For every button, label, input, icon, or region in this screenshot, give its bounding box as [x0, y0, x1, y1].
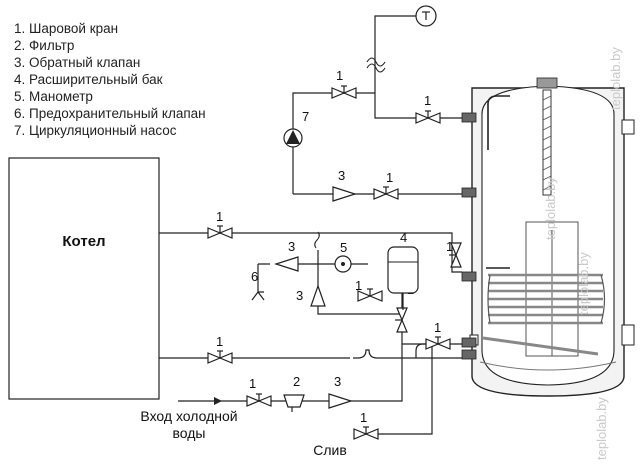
marker-tank-bottom-valve: 1: [434, 320, 441, 335]
watermark-3: teplolab.by: [576, 252, 591, 315]
marker-tank-coil-inlet-valve: 1: [446, 239, 453, 254]
marker-boiler-supply-valve: 1: [216, 209, 223, 224]
boiler-supply-valve: [207, 225, 233, 239]
pump-top-valve: [331, 85, 357, 99]
marker-hot-water-outlet-valve: 1: [424, 93, 431, 108]
safety-valve: [251, 291, 265, 301]
heating-coil: [488, 273, 603, 325]
boiler-box: [8, 157, 160, 400]
safety-group-check-valve: [275, 256, 299, 272]
watermark-2: teplolab.by: [543, 177, 558, 240]
marker-cold-inlet-filter: 2: [293, 374, 300, 389]
marker-safety-line-valve: 1: [355, 278, 362, 293]
marker-drain-valve: 1: [360, 410, 367, 425]
legend-item-check-valve: 3. Обратный клапан: [14, 55, 141, 70]
marker-safety-valve: 6: [251, 269, 258, 284]
hot-water-outlet-valve: [415, 110, 441, 124]
water-heater-tank: [461, 77, 635, 397]
drain-valve: [353, 426, 379, 440]
marker-recirculation-valve: 1: [386, 170, 393, 185]
legend-item-manometer: 5. Манометр: [14, 89, 93, 104]
cold-water-label-line1: Вход холодной: [140, 408, 237, 424]
pipes: [159, 15, 462, 435]
legend-item-safety-valve: 6. Предохранительный клапан: [14, 106, 206, 121]
legend-item-ball-valve: 1. Шаровой кран: [14, 21, 119, 36]
tank-bottom-valve: [425, 336, 451, 350]
cold-inlet-arrow: [178, 397, 222, 405]
watermark-4: teplolab.by: [594, 397, 609, 460]
safety-group-up-check-valve: [310, 285, 326, 307]
cold-water-label-line2: воды: [173, 425, 206, 441]
legend-item-filter: 2. Фильтр: [14, 38, 75, 53]
watermark-1: teplolab.by: [608, 47, 623, 110]
marker-cold-inlet-valve: 1: [249, 376, 256, 391]
faucet-icon: [415, 5, 437, 27]
marker-boiler-return-valve: 1: [216, 334, 223, 349]
cold-inlet-valve: [246, 393, 272, 407]
recirculation-valve: [373, 186, 399, 200]
marker-expansion-tank: 4: [400, 230, 407, 245]
marker-pump-top-valve: 1: [336, 68, 343, 83]
drain-label: Слив: [313, 442, 347, 458]
boiler-label: Котел: [62, 233, 105, 250]
air-vent-mark: [314, 231, 320, 249]
marker-safety-group-up-check-valve: 3: [296, 288, 303, 303]
legend-item-expansion-tank: 4. Расширительный бак: [14, 72, 163, 87]
legend-item-pump: 7. Циркуляционный насос: [14, 123, 177, 138]
pipe-break-mark: [366, 57, 386, 73]
manometer: [334, 255, 352, 273]
recirculation-check-valve: [332, 186, 356, 202]
circulation-pump: [283, 128, 303, 148]
boiler-return-valve: [207, 350, 233, 364]
cold-inlet-check-valve: [328, 393, 352, 409]
marker-cold-inlet-check-valve: 3: [334, 374, 341, 389]
marker-manometer: 5: [340, 240, 347, 255]
cold-inlet-filter: [283, 394, 305, 412]
marker-circulation-pump: 7: [302, 109, 309, 124]
marker-safety-group-check-valve: 3: [288, 239, 295, 254]
expansion-tank: [387, 246, 419, 310]
legend: 1. Шаровой кран 2. Фильтр 3. Обратный кл…: [14, 20, 206, 139]
expansion-tank-valve: [394, 307, 408, 333]
marker-recirculation-check-valve: 3: [338, 168, 345, 183]
